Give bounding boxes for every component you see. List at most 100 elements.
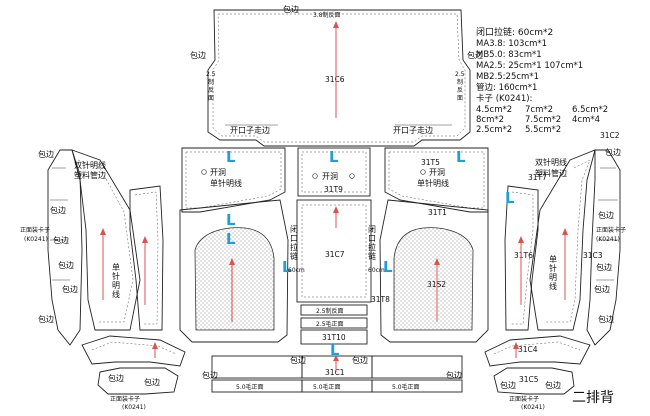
- c6-open-right: 开口子走边: [393, 125, 433, 135]
- c3-code: 31C3: [583, 251, 603, 260]
- t5-note2: 单针明线: [210, 178, 242, 188]
- right-label-1: 包边: [605, 147, 621, 157]
- t9-note1: 开洞: [322, 171, 338, 181]
- c6-right-label: 包边: [467, 50, 483, 60]
- clip-row2-b: 7.5cm*2: [525, 115, 561, 125]
- note-line-3: MA2.5: 25cm*1 107cm*1: [476, 61, 583, 71]
- t1-note2: 单针明线: [417, 178, 449, 188]
- left-edge-note2: 塑料管边: [74, 170, 106, 180]
- notes-heading: 闭口拉链: 60cm*2: [476, 26, 553, 38]
- c2-code: 31C2: [600, 131, 620, 140]
- c1-label-outer-right: 包边: [446, 370, 462, 380]
- piece-bottom-right: 31C4 31C5 包边 包边 正面装卡子 (K0241): [484, 335, 591, 411]
- piece-left-edge: 包边 双针明线 塑料管边 包边 包边 包边 包边 包边 正面装卡子 (K0241…: [20, 149, 141, 346]
- t10-code: 31T10: [322, 333, 346, 342]
- right-label-5: 包边: [598, 314, 614, 324]
- clip-row2-c: 4cm*4: [572, 115, 600, 125]
- t6-note: 单针明线: [549, 254, 557, 291]
- piece-31t1: 31T5 L 开洞 单针明线 31T1: [384, 147, 489, 217]
- clip-bl-label: 正面装卡子: [110, 395, 140, 403]
- c7-code: 31C7: [325, 250, 345, 259]
- c1-code: 31C1: [325, 368, 345, 377]
- c4-code: 31C4: [518, 345, 538, 354]
- t6-L-mark: L: [505, 189, 515, 207]
- clip-bl-code: (K0241): [122, 404, 146, 411]
- t5-note1: 开洞: [210, 167, 226, 177]
- t1-note1: 开洞: [429, 167, 445, 177]
- clip-row3-a: 2.5cm*2: [476, 125, 512, 135]
- bottom-edge-3: 5.0毛正面: [392, 383, 420, 391]
- t7-note2: 塑料管边: [535, 168, 567, 178]
- t1-L-mark: L: [456, 148, 466, 166]
- left-edge-note: 双针明线: [74, 160, 106, 170]
- c6-left-label: 包边: [190, 50, 206, 60]
- piece-31c7: 31C7 闭口拉链 闭口拉链 60cm 60cm 2.5制反面 2.5毛正面 3…: [288, 199, 385, 359]
- clip-row3-b: 5.5cm*2: [525, 125, 561, 135]
- bottom-edge-1: 5.0毛正面: [236, 383, 264, 391]
- t10-L-mark: L: [330, 341, 340, 359]
- clip-row1-a: 4.5cm*2: [476, 105, 512, 115]
- piece-31t5: L 开洞 单针明线: [181, 147, 286, 213]
- c5-code: 31C5: [519, 375, 539, 384]
- c1-label-left: 包边: [290, 355, 306, 365]
- note-line-6: 卡子 (K0241):: [476, 93, 532, 104]
- lm-L-mark-edge: L: [282, 258, 292, 276]
- clip-right-code: (K0241): [596, 236, 620, 243]
- t6-code: 31T6: [514, 251, 533, 260]
- piece-31t6: L 31T6 单针明线: [504, 185, 557, 331]
- piece-31s2: L 31S2 31T8: [371, 199, 489, 343]
- c7-cm-right: 60cm: [368, 267, 385, 274]
- lm-L-mark-top: L: [226, 211, 236, 229]
- c6-code: 31C6: [325, 75, 345, 84]
- clip-row1-c: 6.5cm*2: [572, 105, 608, 115]
- lm-L-mark: L: [226, 230, 236, 248]
- left-mid-note: 单针明线: [112, 262, 120, 299]
- t5-L-mark: L: [226, 148, 236, 166]
- t9-L-mark: L: [329, 148, 339, 166]
- c7-zip-left: 闭口拉链: [290, 225, 298, 261]
- c7-bottom2: 2.5毛正面: [316, 320, 344, 328]
- bl-label-2: 包边: [144, 377, 160, 387]
- s2-L-mark-edge: L: [383, 258, 393, 276]
- piece-31t7: 31C2 包边 双针明线 塑料管边 31T7 包边 正面装卡子 (K0241) …: [528, 131, 626, 346]
- c6-top-text: 3.8制反面: [313, 11, 341, 19]
- c7-cm-left: 60cm: [288, 267, 305, 274]
- t8-code: 31T8: [371, 295, 390, 304]
- c7-bottom1: 2.5制反面: [316, 307, 344, 315]
- c6-open-left: 开口子走边: [230, 125, 270, 135]
- bl-label-1: 包边: [108, 373, 124, 383]
- right-label-4: 包边: [594, 284, 610, 294]
- left-label-4: 包边: [58, 260, 74, 270]
- clip-left-code: (K0241): [24, 236, 48, 243]
- clip-br-label: 正面装卡子: [509, 395, 539, 403]
- t7-code: 31T7: [528, 173, 547, 182]
- bottom-edge-2: 5.0毛正面: [313, 383, 341, 391]
- piece-31c1: 包边 包边 包边 包边 31C1 5.0毛正面 5.0毛正面 5.0毛正面: [202, 355, 463, 393]
- c6-top-label: 包边: [283, 4, 299, 14]
- t9-code: 31T9: [324, 185, 343, 194]
- c7-zip-right: 闭口拉链: [368, 225, 376, 261]
- note-line-1: MA3.8: 103cm*1: [476, 39, 547, 49]
- br-label-1: 包边: [500, 380, 516, 390]
- left-label-3: 包边: [53, 235, 69, 245]
- br-label-2: 包边: [545, 380, 561, 390]
- left-label-6: 包边: [38, 314, 54, 324]
- drawing-title: 二排背: [572, 390, 614, 406]
- clip-br-code: (K0241): [521, 404, 545, 411]
- left-edge-label: 包边: [38, 149, 54, 159]
- left-label-2: 包边: [50, 205, 66, 215]
- note-line-4: MB2.5:25cm*1: [476, 72, 539, 82]
- clip-row1-b: 7cm*2: [525, 105, 553, 115]
- piece-left-mid: 单针明线: [112, 185, 164, 331]
- t5-code: 31T5: [421, 158, 440, 167]
- right-label-2: 包边: [598, 210, 614, 220]
- c1-label-right: 包边: [352, 355, 368, 365]
- piece-bottom-left: 包边 包边 正面装卡子 (K0241): [81, 335, 186, 411]
- note-line-5: 管边: 160cm*1: [476, 82, 537, 93]
- piece-left-main: L L L: [179, 199, 292, 343]
